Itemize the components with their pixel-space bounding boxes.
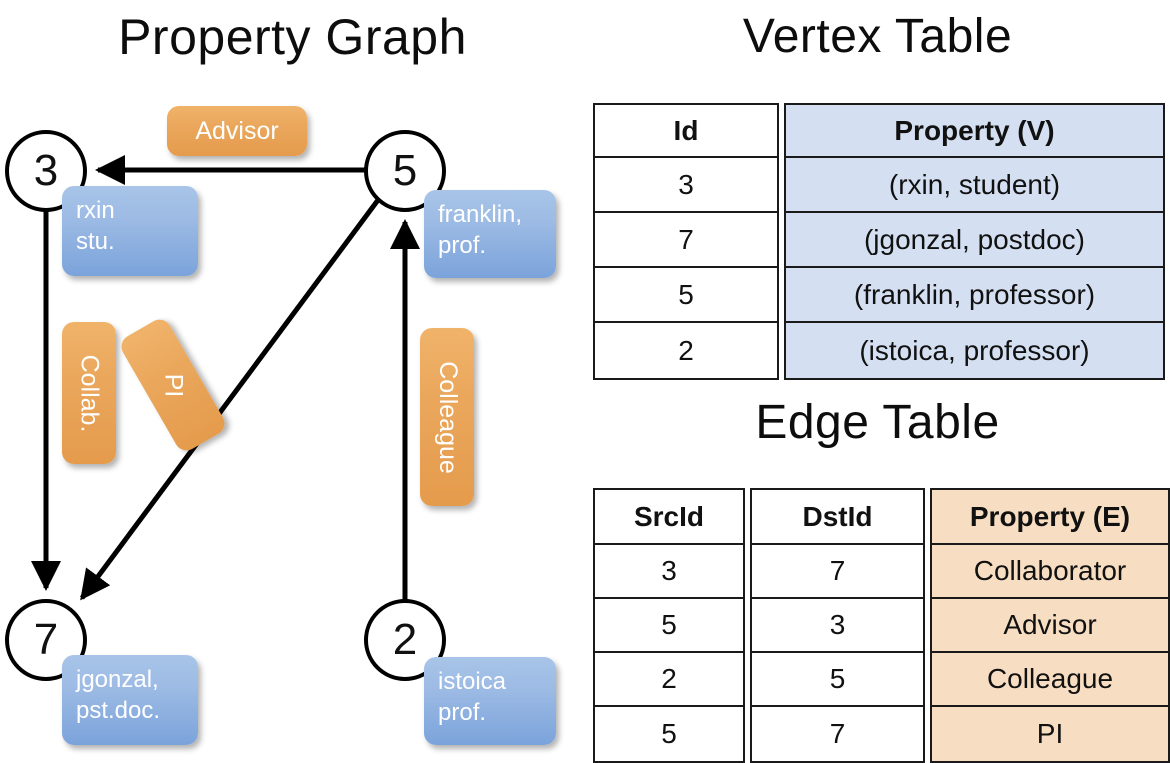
property-graph-canvas: 3 5 7 2 rxin stu. franklin, prof. jgonza… — [0, 0, 585, 760]
vertex-property-box-2[interactable]: istoica prof. — [424, 657, 556, 745]
edge-table-column-srcid: SrcId 3 5 2 5 — [593, 488, 745, 763]
table-cell: (rxin, student) — [786, 158, 1163, 213]
table-cell: (istoica, professor) — [786, 323, 1163, 378]
vertex-property-box-3-line2: stu. — [76, 228, 115, 255]
table-cell: Colleague — [932, 653, 1168, 707]
page-title-vertex-table: Vertex Table — [742, 10, 1013, 63]
table-cell: 5 — [752, 653, 923, 707]
edge-label-colleague: Colleague — [433, 360, 462, 474]
vertex-table-header-id: Id — [595, 105, 777, 158]
vertex-table-column-property: Property (V) (rxin, student) (jgonzal, p… — [784, 103, 1165, 380]
graph-node-2[interactable]: 2 — [364, 599, 446, 681]
vertex-property-box-3-line1: rxin — [76, 197, 115, 224]
table-cell: 2 — [595, 653, 743, 707]
edge-table-column-dstid: DstId 7 3 5 7 — [750, 488, 925, 763]
vertex-table-column-id: Id 3 7 5 2 — [593, 103, 779, 380]
table-cell: 5 — [595, 599, 743, 653]
table-cell: 3 — [752, 599, 923, 653]
edge-5-to-7 — [79, 198, 381, 601]
table-cell: Collaborator — [932, 545, 1168, 599]
vertex-table: Id 3 7 5 2 Property (V) (rxin, student) … — [593, 103, 1165, 380]
edge-table-header-property: Property (E) — [932, 490, 1168, 545]
edge-table-header-dstid: DstId — [752, 490, 923, 545]
table-cell: (jgonzal, postdoc) — [786, 213, 1163, 268]
vertex-property-box-3[interactable]: rxin stu. — [62, 186, 198, 276]
table-cell: 7 — [595, 213, 777, 268]
graph-edges-layer — [31, 155, 420, 601]
table-cell: 3 — [595, 545, 743, 599]
page-title-property-graph: Property Graph — [118, 9, 467, 65]
table-cell: 7 — [752, 545, 923, 599]
edge-table: SrcId 3 5 2 5 DstId 7 3 5 7 Property (E)… — [593, 488, 1170, 763]
table-cell: 7 — [752, 707, 923, 761]
table-cell: 5 — [595, 268, 777, 323]
graph-node-5[interactable]: 5 — [364, 130, 446, 212]
graph-node-3-label: 3 — [33, 146, 59, 195]
vertex-property-box-7-line2: pst.doc. — [76, 697, 161, 724]
page-title-edge-table: Edge Table — [755, 396, 1000, 449]
edge-table-column-property: Property (E) Collaborator Advisor Collea… — [930, 488, 1170, 763]
vertex-property-box-5-line1: franklin, — [438, 201, 523, 228]
table-cell: 5 — [595, 707, 743, 761]
edge-label-box-advisor[interactable]: Advisor — [167, 106, 307, 156]
table-cell: 3 — [595, 158, 777, 213]
graph-node-7-label: 7 — [33, 615, 59, 664]
vertex-property-box-5-line2: prof. — [438, 232, 487, 259]
edge-label-collab: Collab. — [75, 354, 104, 432]
vertex-table-header-property: Property (V) — [786, 105, 1163, 158]
table-cell: 2 — [595, 323, 777, 378]
table-cell: PI — [932, 707, 1168, 761]
vertex-property-box-5[interactable]: franklin, prof. — [424, 190, 556, 278]
graph-node-5-label: 5 — [392, 146, 418, 195]
table-cell: Advisor — [932, 599, 1168, 653]
edge-table-header-srcid: SrcId — [595, 490, 743, 545]
vertex-property-box-2-line2: prof. — [438, 699, 487, 726]
table-cell: (franklin, professor) — [786, 268, 1163, 323]
edge-label-pi: PI — [159, 373, 188, 397]
edge-label-advisor: Advisor — [195, 116, 279, 145]
graph-node-2-label: 2 — [392, 615, 418, 664]
vertex-property-box-2-line1: istoica — [438, 668, 507, 695]
vertex-property-box-7[interactable]: jgonzal, pst.doc. — [62, 655, 198, 745]
vertex-property-box-7-line1: jgonzal, — [76, 666, 159, 693]
edge-label-box-colleague[interactable]: Colleague — [420, 328, 474, 506]
edge-label-box-collab[interactable]: Collab. — [62, 322, 116, 464]
